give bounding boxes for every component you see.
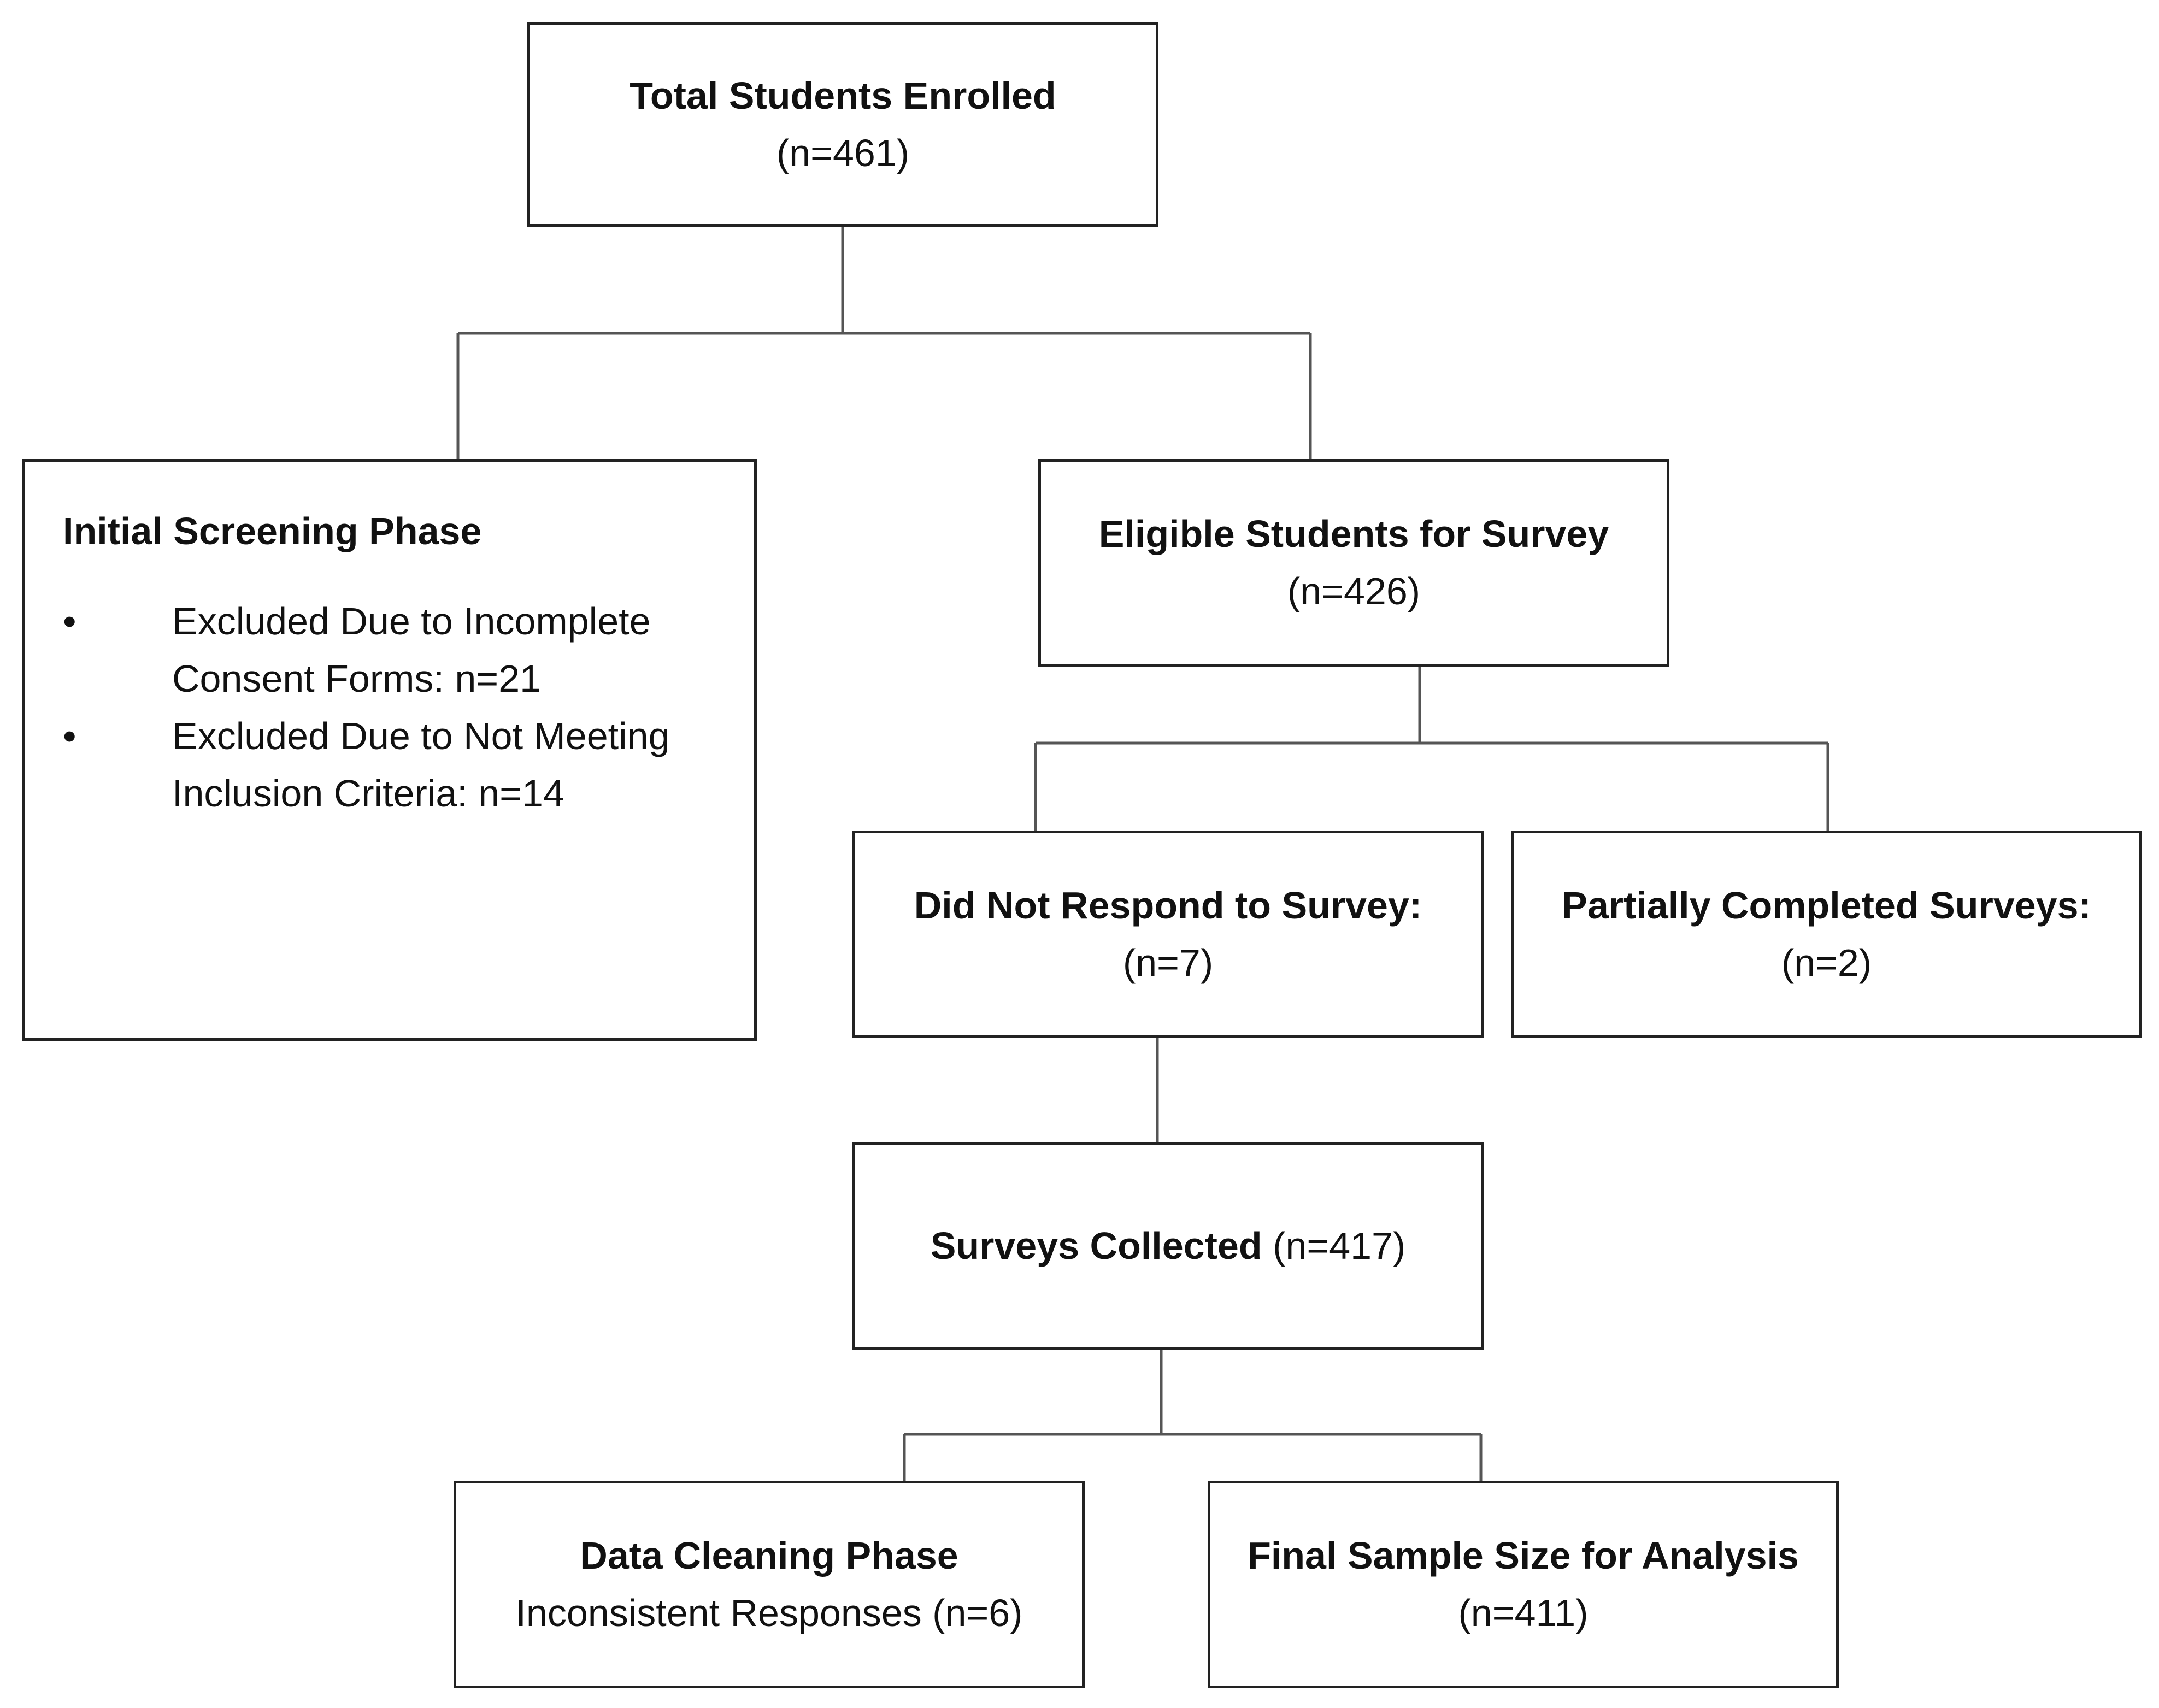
bullet-icon: • — [63, 600, 77, 643]
node-title: Did Not Respond to Survey: — [914, 884, 1422, 927]
node-title: Surveys Collected — [930, 1224, 1262, 1267]
node-title: Eligible Students for Survey — [1098, 513, 1609, 555]
node-final-sample-size: Final Sample Size for Analysis (n=411) — [1208, 1481, 1839, 1688]
node-count: (n=426) — [1287, 570, 1421, 612]
node-title: Final Sample Size for Analysis — [1248, 1534, 1799, 1577]
node-title: Initial Screening Phase — [63, 510, 482, 552]
node-detail: Inconsistent Responses (n=6) — [515, 1592, 1023, 1634]
node-count: (n=2) — [1781, 941, 1872, 984]
bullet-icon: • — [63, 715, 77, 757]
node-total-students-enrolled: Total Students Enrolled (n=461) — [527, 22, 1158, 227]
node-label-line: Surveys Collected (n=417) — [931, 1217, 1406, 1275]
exclusion-text: Excluded Due to Incomplete Consent Forms… — [172, 600, 651, 700]
node-count: (n=461) — [776, 131, 910, 174]
exclusion-item: • Excluded Due to Incomplete Consent For… — [63, 593, 730, 708]
node-title: Partially Completed Surveys: — [1562, 884, 2091, 927]
node-title: Data Cleaning Phase — [580, 1534, 958, 1577]
node-count: (n=411) — [1458, 1592, 1589, 1634]
node-count: (n=417) — [1273, 1224, 1406, 1267]
node-surveys-collected: Surveys Collected (n=417) — [852, 1142, 1484, 1350]
node-did-not-respond: Did Not Respond to Survey: (n=7) — [852, 831, 1484, 1038]
node-partially-completed: Partially Completed Surveys: (n=2) — [1511, 831, 2142, 1038]
node-initial-screening-phase: Initial Screening Phase • Excluded Due t… — [22, 459, 757, 1041]
node-count: (n=7) — [1122, 941, 1214, 984]
node-data-cleaning-phase: Data Cleaning Phase Inconsistent Respons… — [454, 1481, 1085, 1688]
node-eligible-students: Eligible Students for Survey (n=426) — [1038, 459, 1669, 667]
exclusion-text: Excluded Due to Not Meeting Inclusion Cr… — [172, 715, 670, 815]
exclusion-list: • Excluded Due to Incomplete Consent For… — [63, 593, 730, 822]
node-title: Total Students Enrolled — [630, 74, 1056, 117]
exclusion-item: • Excluded Due to Not Meeting Inclusion … — [63, 708, 730, 822]
